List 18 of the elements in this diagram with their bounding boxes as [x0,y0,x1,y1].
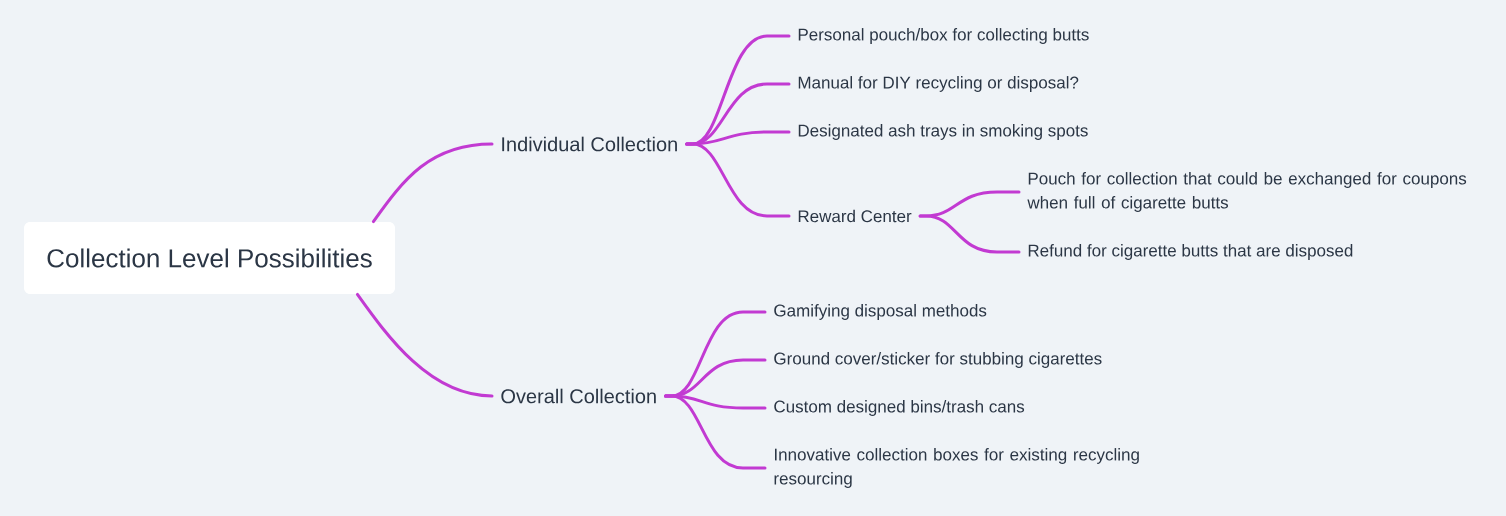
subtopic-label: Pouch for collection that could be exchanged for coupons when full of cigarette butts [1027,172,1467,212]
topic-label: Overall Collection [501,388,656,404]
subtopic-label: Innovative collection boxes for existing recycling resourcing [774,448,1139,488]
branch-curve [664,394,767,470]
subtopic-label: Refund for cigarette butts that are disposed [1028,244,1353,260]
branch-curve [918,214,1021,254]
subtopic-label: Personal pouch/box for collecting butts [798,28,1089,44]
subtopic-label: Ground cover/sticker for stubbing cigarettes [774,352,1102,368]
branch-curve [685,142,791,218]
central-topic-box: Collection Level Possibilities [24,222,395,294]
subtopic-label: Designated ash trays in smoking spots [798,124,1088,140]
subtopic-label: Reward Center [798,209,912,223]
subtopic-label: Custom designed bins/trash cans [774,400,1025,416]
subtopic-label: Gamifying disposal methods [774,304,987,320]
topic-label: Individual Collection [502,136,677,152]
branch-curve [371,142,494,224]
branch-curve [355,292,494,398]
subtopic-label: Manual for DIY recycling or disposal? [798,76,1079,92]
